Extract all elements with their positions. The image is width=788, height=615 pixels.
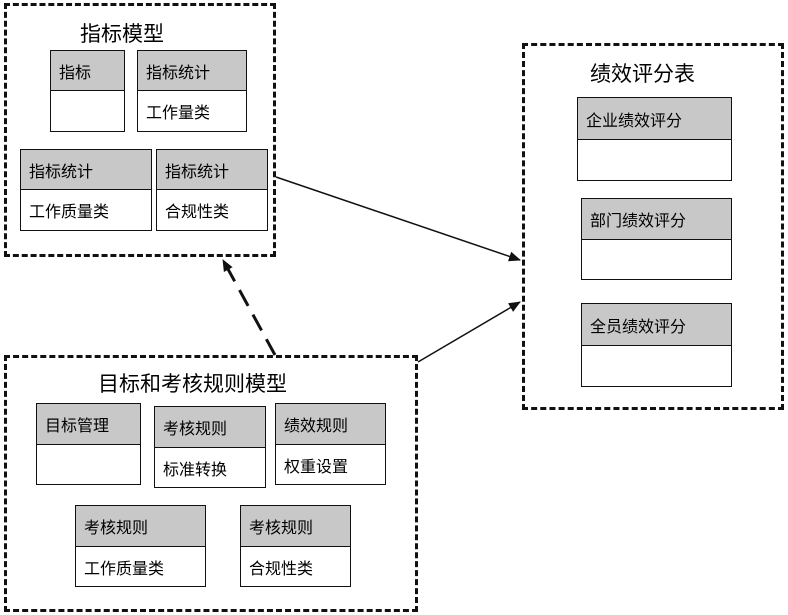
indicator-model-group [4, 3, 276, 257]
card-body: 工作质量类 [29, 202, 110, 221]
card-header: 考核规则 [241, 506, 350, 547]
card-header: 考核规则 [76, 506, 205, 547]
rules-model-title: 目标和考核规则模型 [98, 372, 287, 396]
all-staff-score-card: 全员绩效评分 [581, 303, 732, 387]
card-header: 指标统计 [157, 150, 267, 190]
card-body: 合规性类 [165, 202, 230, 221]
card-header: 绩效规则 [276, 404, 385, 445]
card-header: 考核规则 [155, 407, 265, 448]
arrow-indicator-to-performance [275, 176, 521, 262]
card-body: 工作量类 [146, 103, 211, 122]
performance-table-group [522, 43, 784, 410]
assessment-rule-compliance-card: 考核规则 合规性类 [240, 505, 351, 587]
card-header: 指标统计 [138, 51, 246, 91]
indicator-stat-compliance-card: 指标统计 合规性类 [156, 149, 268, 231]
card-header: 企业绩效评分 [578, 98, 731, 140]
indicator-stat-quality-card: 指标统计 工作质量类 [20, 149, 152, 231]
card-body [582, 346, 731, 386]
card-body [37, 445, 140, 485]
assessment-rule-standard-card: 考核规则 标准转换 [154, 406, 266, 488]
card-body: 标准转换 [163, 460, 228, 479]
performance-rule-weight-card: 绩效规则 权重设置 [275, 403, 386, 485]
card-body: 权重设置 [284, 457, 349, 476]
arrow-rules-to-performance [417, 301, 521, 363]
card-header: 全员绩效评分 [582, 304, 731, 346]
goal-management-card: 目标管理 [36, 403, 141, 485]
card-header: 指标统计 [21, 150, 151, 190]
card-body [51, 91, 124, 131]
rules-model-group [4, 355, 418, 612]
indicator-stat-workload-card: 指标统计 工作量类 [137, 50, 247, 132]
card-body: 合规性类 [249, 559, 314, 578]
card-header: 目标管理 [37, 404, 140, 445]
department-score-card: 部门绩效评分 [581, 198, 732, 280]
indicator-model-title: 指标模型 [80, 22, 164, 46]
card-body [582, 240, 731, 280]
performance-table-title: 绩效评分表 [590, 62, 695, 86]
enterprise-score-card: 企业绩效评分 [577, 97, 732, 181]
dashed-arrow-rules-to-indicator [221, 259, 277, 356]
indicator-card: 指标 [50, 50, 125, 132]
card-header: 指标 [51, 51, 124, 91]
card-header: 部门绩效评分 [582, 199, 731, 240]
card-body: 工作质量类 [84, 559, 165, 578]
card-body [578, 140, 731, 180]
assessment-rule-quality-card: 考核规则 工作质量类 [75, 505, 206, 587]
